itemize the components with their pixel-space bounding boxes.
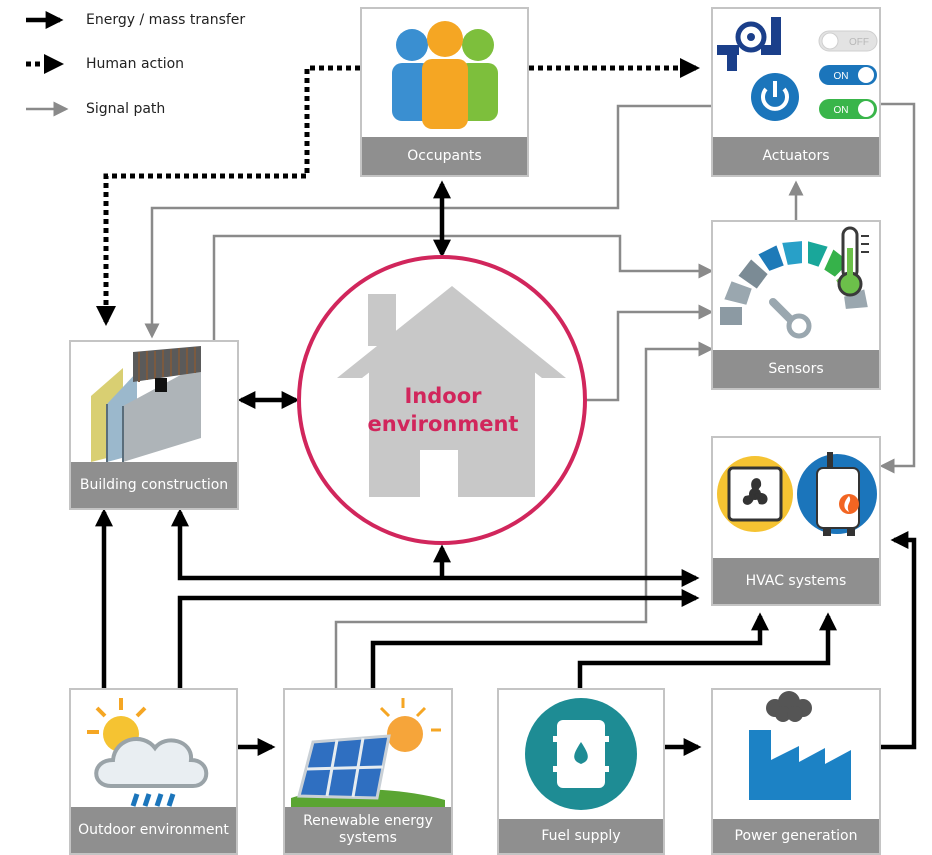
gauge-icon xyxy=(718,226,871,339)
solar-panel-icon xyxy=(291,698,445,808)
indoor-environment-node xyxy=(297,255,587,545)
thermometer-icon xyxy=(837,226,869,297)
actuators-icon: OFF ON ON xyxy=(717,17,878,121)
indoor-label-line2: environment xyxy=(367,412,519,436)
building-construction-label: Building construction xyxy=(71,462,237,508)
signal-renewable-to-sensors xyxy=(334,341,714,688)
signal-actuators-to-building xyxy=(144,104,712,339)
smoke-icon xyxy=(766,691,812,722)
legend-energy: Energy / mass transfer xyxy=(20,10,245,30)
fan-icon xyxy=(727,466,783,522)
fuel-supply-label: Fuel supply xyxy=(499,819,663,853)
renewable-energy-label: Renewable energy systems xyxy=(285,807,451,853)
wall-section-icon xyxy=(91,346,201,462)
legend-human-label: Human action xyxy=(86,56,185,72)
signal-core-to-sensors xyxy=(586,304,714,402)
legend-signal-label: Signal path xyxy=(86,101,166,117)
fuel-supply-node: Fuel supply xyxy=(497,688,665,855)
hvac-icon xyxy=(717,452,877,536)
energy-bus-main xyxy=(171,508,700,587)
actuators-node: OFF ON ON Actuators xyxy=(711,7,881,177)
power-generation-label: Power generation xyxy=(713,819,879,853)
legend-energy-label: Energy / mass transfer xyxy=(86,12,246,28)
factory-icon xyxy=(749,691,851,800)
energy-outdoor-to-hvac xyxy=(177,589,700,688)
indoor-environment-label: Indoor environment xyxy=(338,382,548,438)
toggle-on-green-icon: ON xyxy=(819,99,877,119)
occupants-label: Occupants xyxy=(362,137,527,175)
renewable-energy-node: Renewable energy systems xyxy=(283,688,453,855)
toggle-on-label-2: ON xyxy=(834,105,849,116)
sun-rays-icon xyxy=(379,698,441,732)
gauge-needle-icon xyxy=(769,298,812,339)
sun-rays-icon xyxy=(87,698,147,734)
people-icon xyxy=(392,21,498,129)
toggle-off-label: OFF xyxy=(849,37,869,48)
hvac-systems-node: HVAC systems xyxy=(711,436,881,606)
toggle-off-icon: OFF xyxy=(818,30,878,52)
energy-power-to-hvac xyxy=(881,531,917,750)
power-generation-node: Power generation xyxy=(711,688,881,855)
boiler-icon xyxy=(816,452,860,536)
building-construction-node: Building construction xyxy=(69,340,239,510)
factory-building-icon xyxy=(749,730,851,800)
house-icon xyxy=(337,286,566,497)
energy-renewable-to-hvac xyxy=(370,612,769,688)
sensors-label: Sensors xyxy=(713,350,879,388)
actuators-label: Actuators xyxy=(713,137,879,175)
hvac-systems-label: HVAC systems xyxy=(713,558,879,604)
cloud-icon xyxy=(94,737,209,788)
toggle-on-label-1: ON xyxy=(834,71,849,82)
rain-icon xyxy=(130,793,176,807)
outdoor-environment-label: Outdoor environment xyxy=(71,807,236,853)
sensors-node: Sensors xyxy=(711,220,881,390)
legend-signal: Signal path xyxy=(20,99,165,119)
sun-icon xyxy=(387,716,423,752)
weather-icon xyxy=(87,698,209,807)
occupants-node: Occupants xyxy=(360,7,529,177)
outdoor-environment-node: Outdoor environment xyxy=(69,688,238,855)
power-button-icon xyxy=(751,73,799,121)
energy-fuel-to-hvac xyxy=(577,612,837,688)
signal-actuators-to-hvac xyxy=(879,102,916,474)
signal-building-to-sensors xyxy=(212,234,714,340)
fuel-icon xyxy=(525,698,637,810)
legend-human: Human action xyxy=(20,54,184,74)
toggle-on-blue-icon: ON xyxy=(819,65,877,85)
valve-icon xyxy=(717,17,781,71)
indoor-label-line1: Indoor xyxy=(404,384,482,408)
fuel-barrel-icon xyxy=(553,720,609,788)
